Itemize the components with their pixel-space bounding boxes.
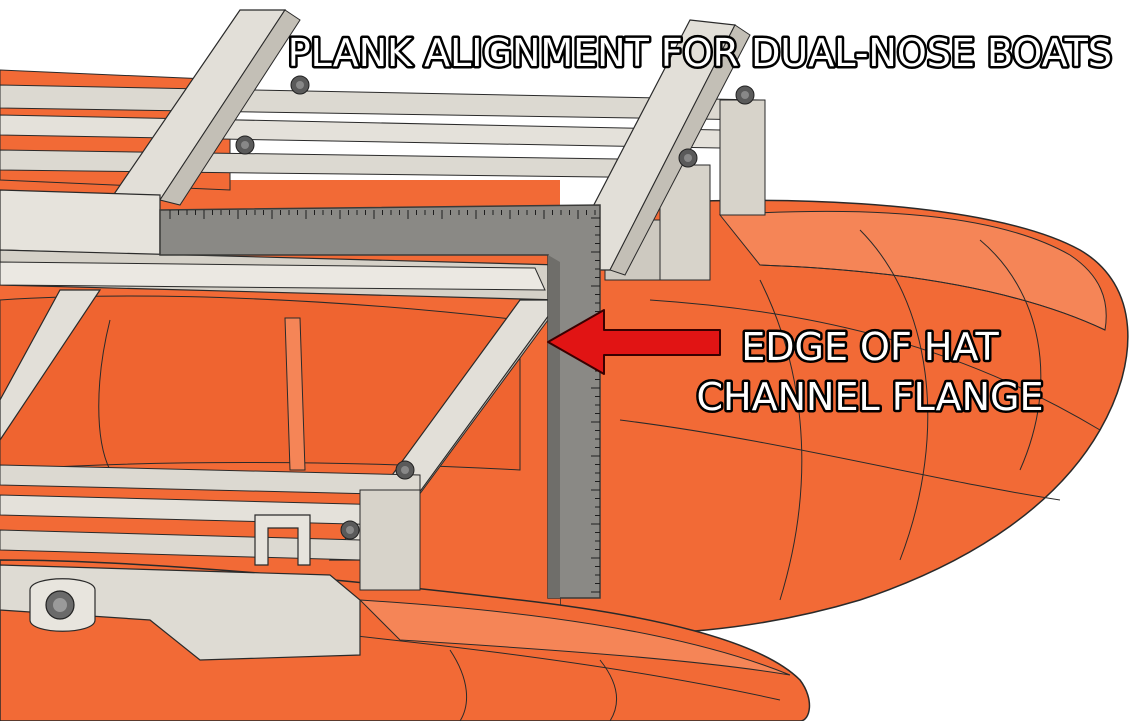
rear-pontoon-seam — [619, 419, 1061, 501]
rear-bracket — [719, 99, 766, 216]
cross-beam-right-side — [609, 24, 751, 276]
front-bracket — [359, 489, 421, 591]
center-hull-seam — [98, 319, 111, 471]
bolt-icon — [290, 75, 310, 95]
bolt-icon — [235, 135, 255, 155]
bolt-icon — [395, 460, 415, 480]
bolt-icon — [735, 85, 755, 105]
front-plank — [0, 189, 161, 256]
bolt-icon — [678, 148, 698, 168]
front-pontoon-seam — [599, 659, 618, 721]
front-diagonal-rail-left — [0, 289, 102, 442]
hat-channel-top — [0, 261, 546, 291]
callout-line-1: EDGE OF HAT — [741, 325, 999, 369]
center-hull-strake — [284, 317, 306, 471]
rear-pontoon-seam — [759, 264, 1106, 331]
page-title: PLANK ALIGNMENT FOR DUAL-NOSE BOATS — [288, 31, 1112, 75]
square-edge-shade — [548, 255, 560, 598]
rear-pontoon-seam — [979, 239, 1042, 471]
front-pontoon-highlight — [358, 599, 791, 676]
bolt-icon — [340, 520, 360, 540]
cross-beams — [108, 9, 751, 276]
front-pontoon-seam — [449, 649, 468, 721]
rear-pontoon-seam — [759, 279, 803, 601]
red-arrow-icon — [547, 309, 721, 375]
center-hull-shadow — [0, 295, 521, 471]
rear-pontoon-hull — [559, 199, 1129, 635]
rear-pontoon-seam — [649, 299, 1101, 431]
callout-line-2: CHANNEL FLANGE — [697, 375, 1044, 419]
rear-pontoon-seam — [859, 229, 929, 561]
square-ticks-horizontal — [169, 210, 596, 219]
bolts — [29, 75, 755, 632]
hat-channel-profile — [254, 514, 311, 566]
cross-beam-left-side — [159, 9, 301, 206]
hull-bolt-icon — [29, 578, 96, 632]
